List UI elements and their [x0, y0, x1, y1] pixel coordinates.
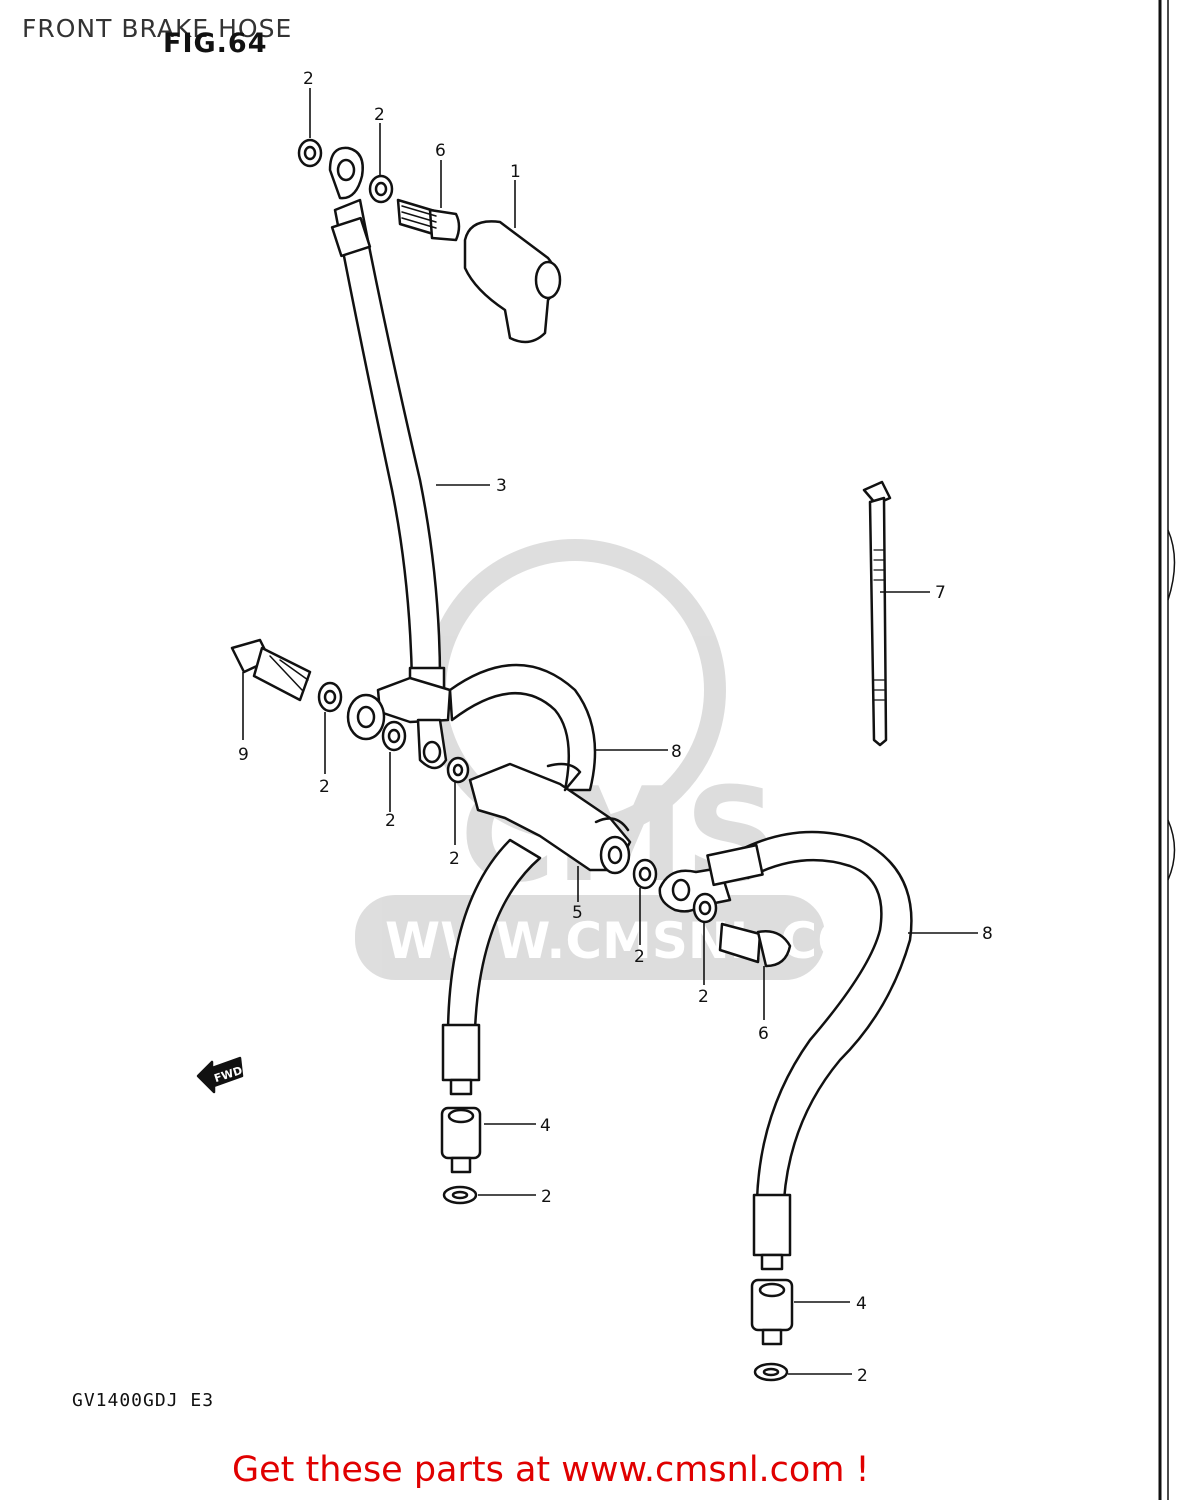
callout-number: 2	[303, 69, 314, 89]
brake-hose-left	[448, 663, 597, 792]
master-cylinder-cap	[463, 220, 559, 344]
callout-number: 2	[374, 105, 385, 125]
callout-number: 2	[449, 849, 460, 869]
callout-number: 4	[856, 1294, 867, 1314]
callout-number: 2	[634, 947, 645, 967]
page-title: FRONT BRAKE HOSE	[22, 14, 293, 43]
model-code: GV1400GDJ E3	[72, 1390, 215, 1411]
callout-numbers: 2 2 6 1 3 7 9 2 2 2 8 5 2 2 8 6 4 2 4 2	[238, 69, 993, 1386]
callout-number: 7	[935, 583, 946, 603]
parts-shop-link[interactable]: Get these parts at www.cmsnl.com !	[232, 1450, 870, 1490]
figure-label: FIG.64	[163, 28, 268, 59]
callout-number: 6	[435, 141, 446, 161]
upper-brake-hose	[333, 198, 442, 684]
callout-number: 9	[238, 745, 249, 765]
hose-end-fitting	[441, 1023, 481, 1082]
callout-number: 2	[385, 811, 396, 831]
callout-number: 8	[982, 924, 993, 944]
callout-number: 5	[572, 903, 583, 923]
callout-number: 1	[510, 162, 521, 182]
callout-number: 4	[540, 1116, 551, 1136]
leader-lines	[242, 88, 978, 1375]
callout-number: 2	[319, 777, 330, 797]
callout-number: 8	[671, 742, 682, 762]
page-border	[1158, 0, 1176, 1500]
callout-number: 6	[758, 1024, 769, 1044]
callout-number: 3	[496, 476, 507, 496]
callout-number: 2	[698, 987, 709, 1007]
forward-arrow	[196, 1056, 244, 1094]
callout-number: 2	[857, 1366, 868, 1386]
callout-number: 2	[541, 1187, 552, 1207]
parts	[196, 138, 913, 1382]
hose-end-fitting	[752, 1193, 792, 1257]
union-bolt-right	[718, 922, 762, 964]
